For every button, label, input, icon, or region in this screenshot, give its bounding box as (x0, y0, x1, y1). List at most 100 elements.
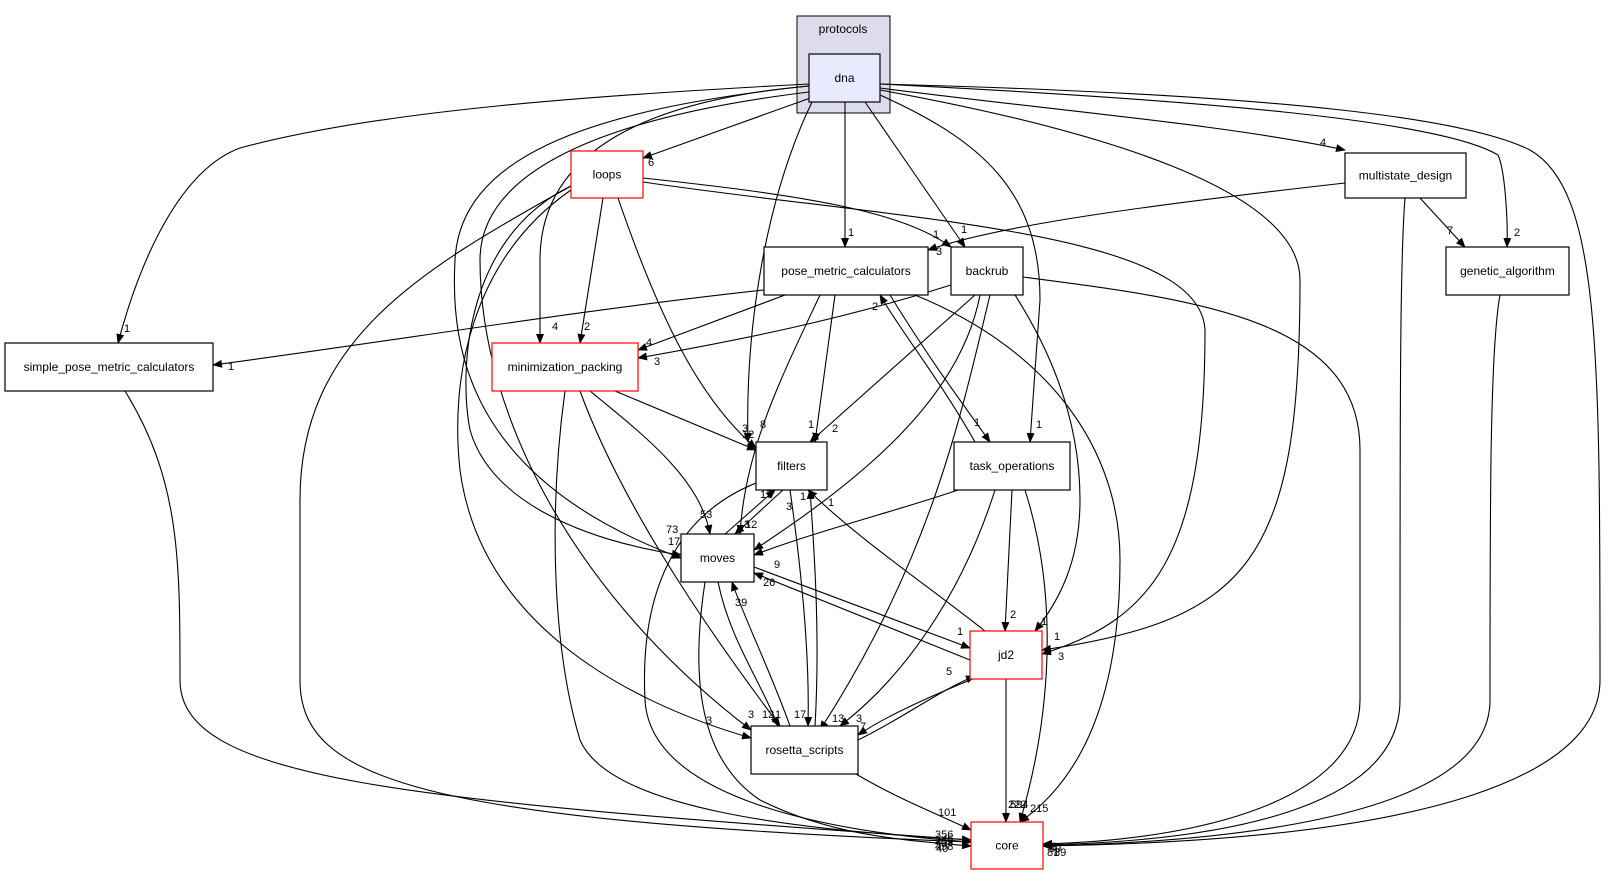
node-simple-pose-metric-calculators[interactable]: simple_pose_metric_calculators (4, 342, 214, 392)
e-loops-jd2-label: 3 (1058, 651, 1064, 663)
e-multistate-pmc-edge (927, 182, 1346, 251)
node-box (763, 246, 929, 296)
e-jd2-moves-label: 26 (763, 577, 775, 589)
e-taskops-jd2-label: 2 (1010, 609, 1016, 621)
e-rosetta-jd2-label: 5 (946, 666, 952, 678)
e-backrub-minpack-edge (637, 284, 952, 361)
node-box (1344, 152, 1467, 199)
e-dna-loops-edge (642, 95, 817, 159)
e-minpack-filters-edge (614, 390, 757, 451)
e-taskops-jd2-edge (1001, 489, 1013, 632)
e-taskops-moves-edge (753, 489, 959, 556)
e-multistate-genetic-label: 7 (1447, 225, 1453, 237)
e-rosetta-core-edge (855, 773, 972, 831)
e-pmc-minpack-edge (637, 294, 786, 351)
e-jd2-moves-edge (753, 572, 971, 661)
e-pmc-minpack-label: 4 (646, 337, 652, 349)
node-label: moves (700, 551, 735, 565)
node-label: genetic_algorithm (1460, 264, 1555, 278)
e-backrub-core-label: 89 (1049, 843, 1061, 855)
node-box (680, 533, 755, 583)
e-backrub-core-edge (1022, 276, 1361, 848)
node-loops[interactable]: loops (570, 150, 644, 199)
node-box (950, 246, 1024, 296)
e-rosetta-core-label: 101 (938, 807, 956, 819)
node-box (755, 441, 828, 491)
e-genetic-core-edge (1042, 294, 1501, 850)
e-backrub-rosetta-label: 13 (832, 713, 844, 725)
node-multistate-design[interactable]: multistate_design (1344, 152, 1467, 199)
node-label: dna (834, 71, 854, 85)
e-backrub-filters-edge (809, 294, 976, 443)
e-dna-minpack-label: 4 (552, 321, 558, 333)
node-box (750, 725, 859, 775)
e-moves-rosetta-edge (717, 581, 779, 727)
e-loops-minpack-edge (577, 197, 604, 344)
e-loops-rosetta-label: 3 (706, 715, 712, 727)
e-loops-backrub-edge (642, 177, 952, 248)
e-jd2-rosetta-label: 7 (860, 721, 866, 733)
e-dna-filters-label: 8 (760, 419, 766, 431)
e-dna-multistate-edge (879, 87, 1346, 152)
e-minpack-rosetta-label: 12 (762, 709, 774, 721)
e-dna-rosetta-label: 3 (748, 709, 754, 721)
e-filters-rosetta-edge (789, 489, 813, 727)
e-minpack-rosetta-edge (579, 390, 781, 727)
e-loops-minpack-label: 2 (584, 321, 590, 333)
e-jd2-filters-edge (807, 489, 986, 632)
e-jd2-filters-label: 1 (800, 491, 806, 503)
e-multistate-core-label: 81 (1047, 847, 1059, 859)
e-minpack-moves-label: 53 (700, 509, 712, 521)
e-multistate-core-edge (1042, 197, 1406, 849)
e-dna-jd2-edge (879, 89, 1301, 653)
node-minimization-packing[interactable]: minimization_packing (491, 342, 639, 392)
node-label: backrub (966, 264, 1009, 278)
node-genetic-algorithm[interactable]: genetic_algorithm (1445, 246, 1570, 296)
node-moves[interactable]: moves (680, 533, 755, 583)
node-task-operations[interactable]: task_operations (953, 441, 1071, 491)
e-minpack-filters-label: 12 (742, 429, 754, 441)
node-dna[interactable]: dna (808, 53, 881, 103)
e-dna-genetic-label: 2 (1514, 227, 1520, 239)
node-jd2[interactable]: jd2 (969, 630, 1043, 680)
e-loops-jd2-edge (642, 181, 1206, 656)
e-pmc-filters-label: 1 (808, 419, 814, 431)
e-backrub-jd2-edge (1014, 294, 1081, 632)
e-pmc-core-edge (914, 294, 1121, 823)
e-pmc-filters-edge (812, 294, 836, 443)
e-moves-filters-label: 17 (760, 489, 772, 501)
e-dna-backrub-edge (864, 101, 966, 248)
e-loops-rosetta-edge (457, 189, 752, 740)
node-label: loops (593, 168, 622, 182)
e-rosetta-filters-edge (806, 489, 818, 727)
e-dna-taskops-label: 1 (1036, 419, 1042, 431)
e-dna-taskops-edge (879, 94, 1041, 443)
e-dna-moves-label: 73 (666, 524, 678, 536)
e-dna-core-edge (879, 83, 1601, 850)
node-pose-metric-calculators[interactable]: pose_metric_calculators (763, 246, 929, 296)
e-moves-core-edge (698, 581, 972, 850)
node-label: simple_pose_metric_calculators (24, 360, 195, 374)
e-dna-pmc-label: 1 (848, 227, 854, 239)
e-loops-core-label: 356 (935, 829, 953, 841)
node-label: rosetta_scripts (765, 743, 843, 757)
e-minpack-core-label: 403 (935, 837, 953, 849)
e-loops-filters-edge (617, 197, 757, 449)
node-backrub[interactable]: backrub (950, 246, 1024, 296)
e-dna-simple-label: 1 (124, 323, 130, 335)
edges-layer (116, 83, 1601, 850)
e-loops-moves-label: 17 (668, 536, 680, 548)
e-filters-core-edge (643, 477, 972, 846)
e-backrub-jd2-label: 1 (1041, 616, 1047, 628)
e-dna-core-label: 89 (1054, 847, 1066, 859)
node-rosetta-scripts[interactable]: rosetta_scripts (750, 725, 859, 775)
node-core[interactable]: core (970, 821, 1044, 870)
e-jd2-core-label: 222 (1008, 799, 1026, 811)
node-label: filters (777, 459, 806, 473)
node-label: minimization_packing (508, 360, 623, 374)
e-taskops-pmc-edge (879, 294, 976, 443)
e-pmc-taskops-label: 1 (974, 417, 980, 429)
node-filters[interactable]: filters (755, 441, 828, 491)
